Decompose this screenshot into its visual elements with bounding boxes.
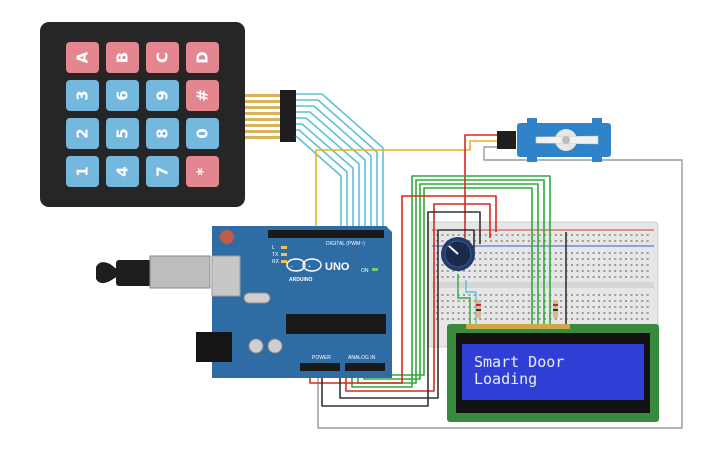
lcd-line-1: Smart Door	[474, 353, 564, 371]
keypad-key[interactable]	[186, 42, 219, 73]
arduino-model: UNO	[325, 261, 350, 273]
analog-label: ANALOG IN	[348, 355, 376, 361]
l-led-icon	[281, 246, 287, 249]
keypad-key-label: A	[74, 51, 92, 63]
keypad-key-label: 8	[154, 128, 172, 138]
keypad-key[interactable]	[66, 118, 99, 149]
keypad-key-label: C	[154, 52, 172, 63]
power-label: POWER	[312, 355, 331, 361]
keypad-connector	[280, 90, 296, 142]
keypad-key[interactable]	[66, 42, 99, 73]
keypad-key[interactable]	[106, 156, 139, 187]
arduino-brand: ARDUINO	[289, 277, 312, 283]
keypad-key-label: 0	[194, 128, 212, 138]
keypad-key-label: B	[114, 52, 132, 63]
keypad-key-label: D	[194, 51, 212, 63]
lcd-line-2: Loading	[474, 370, 537, 388]
keypad-key-label: 6	[114, 90, 132, 100]
arduino-logo-minus: −	[290, 264, 293, 270]
lcd-display[interactable]: Smart Door Loading	[447, 324, 659, 422]
power-led-icon	[372, 268, 378, 271]
keypad-key-label: 7	[154, 166, 172, 176]
breadboard[interactable]	[427, 221, 659, 348]
tx-led-icon	[281, 253, 287, 256]
l-label: L	[272, 245, 275, 251]
servo-motor[interactable]	[497, 118, 611, 162]
digital-label: DIGITAL (PWM~)	[326, 241, 365, 247]
keypad-key-label: 5	[114, 128, 132, 138]
rx-label: RX	[272, 259, 280, 265]
keypad-key[interactable]	[186, 80, 219, 111]
keypad[interactable]: A B C D 3 6 9 #2 5 8 0 1 4 7 *	[40, 22, 296, 207]
on-label: ON	[361, 268, 369, 274]
lcd-header-pins	[466, 324, 570, 329]
keypad-key[interactable]	[146, 118, 179, 149]
keypad-key[interactable]	[66, 80, 99, 111]
keypad-key[interactable]	[146, 42, 179, 73]
keypad-key-label: 1	[74, 166, 92, 176]
arduino-uno[interactable]: − + UNO ARDUINO ON DIGITAL (PWM~) POWER …	[96, 226, 392, 378]
keypad-key[interactable]	[106, 118, 139, 149]
keypad-key-label: 4	[114, 166, 132, 176]
keypad-key[interactable]	[146, 80, 179, 111]
arduino-logo-plus: +	[308, 264, 311, 270]
keypad-key-label: 3	[74, 90, 92, 100]
keypad-key-label: 9	[154, 90, 172, 100]
keypad-key[interactable]	[106, 80, 139, 111]
keypad-key[interactable]	[186, 156, 219, 187]
keypad-key[interactable]	[66, 156, 99, 187]
tx-label: TX	[272, 252, 279, 258]
potentiometer[interactable]	[441, 237, 475, 271]
resistors[interactable]	[476, 300, 558, 318]
keypad-key-label: #	[194, 89, 212, 102]
wires	[295, 93, 683, 429]
keypad-key[interactable]	[186, 118, 219, 149]
rx-led-icon	[281, 260, 287, 263]
keypad-key[interactable]	[146, 156, 179, 187]
keypad-key[interactable]	[106, 42, 139, 73]
keypad-key-label: *	[194, 167, 212, 175]
keypad-key-label: 2	[74, 128, 92, 138]
